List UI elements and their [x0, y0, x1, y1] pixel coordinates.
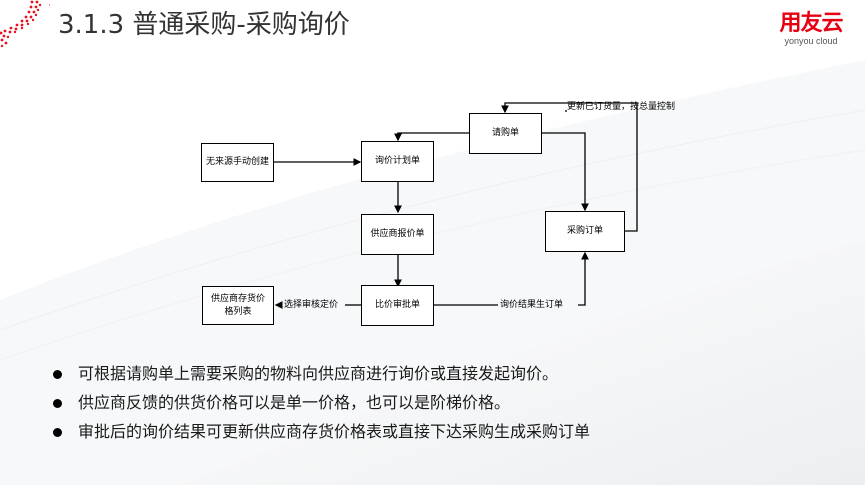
brand-name: 用友云: [779, 11, 843, 36]
bullet-text: 可根据请购单上需要采购的物料向供应商进行询价或直接发起询价。: [78, 364, 559, 383]
node-purchase-order: 采购订单: [545, 211, 625, 252]
brand-logo: 用友云 yonyou cloud: [771, 11, 851, 47]
bullet-dot-icon: [53, 370, 62, 379]
node-inquiry-plan: 询价计划单: [361, 141, 434, 182]
label-inquiry-result-order: 询价结果生订单: [500, 300, 564, 310]
bullet-item: 供应商反馈的供货价格可以是单一价格，也可以是阶梯价格。: [50, 391, 590, 420]
bullet-text: 审批后的询价结果可更新供应商存货价格表或直接下达采购生成采购订单: [78, 422, 591, 441]
node-price-comparison: 比价审批单: [361, 285, 434, 326]
bullet-dot-icon: [53, 428, 62, 437]
bullet-item: 可根据请购单上需要采购的物料向供应商进行询价或直接发起询价。: [50, 362, 590, 391]
slide-title: 3.1.3 普通采购-采购询价: [58, 10, 350, 40]
bullet-item: 审批后的询价结果可更新供应商存货价格表或直接下达采购生成采购订单: [50, 420, 590, 449]
edge-purchase-order-to-requisition: [501, 102, 638, 232]
bullet-list: 可根据请购单上需要采购的物料向供应商进行询价或直接发起询价。 供应商反馈的供货价…: [50, 362, 590, 449]
edge-requisition-to-purchase-order: [541, 132, 589, 212]
brand-subtitle: yonyou cloud: [784, 36, 838, 46]
node-requisition: 请购单: [469, 113, 542, 154]
node-supplier-price-list: 供应商存货价格列表: [202, 286, 274, 325]
label-select-approve-price: 选择审核定价: [284, 300, 339, 310]
label-update-ordered-qty: 更新已订货量，按总量控制: [567, 102, 676, 112]
node-manual-create: 无来源手动创建: [201, 143, 274, 182]
bullet-text: 供应商反馈的供货价格可以是单一价格，也可以是阶梯价格。: [78, 393, 511, 412]
bullet-dot-icon: [53, 399, 62, 408]
node-supplier-quote: 供应商报价单: [361, 214, 434, 255]
edge-requisition-to-inquiry-plan: [394, 132, 469, 142]
dotted-arc-logo: [0, 0, 50, 48]
